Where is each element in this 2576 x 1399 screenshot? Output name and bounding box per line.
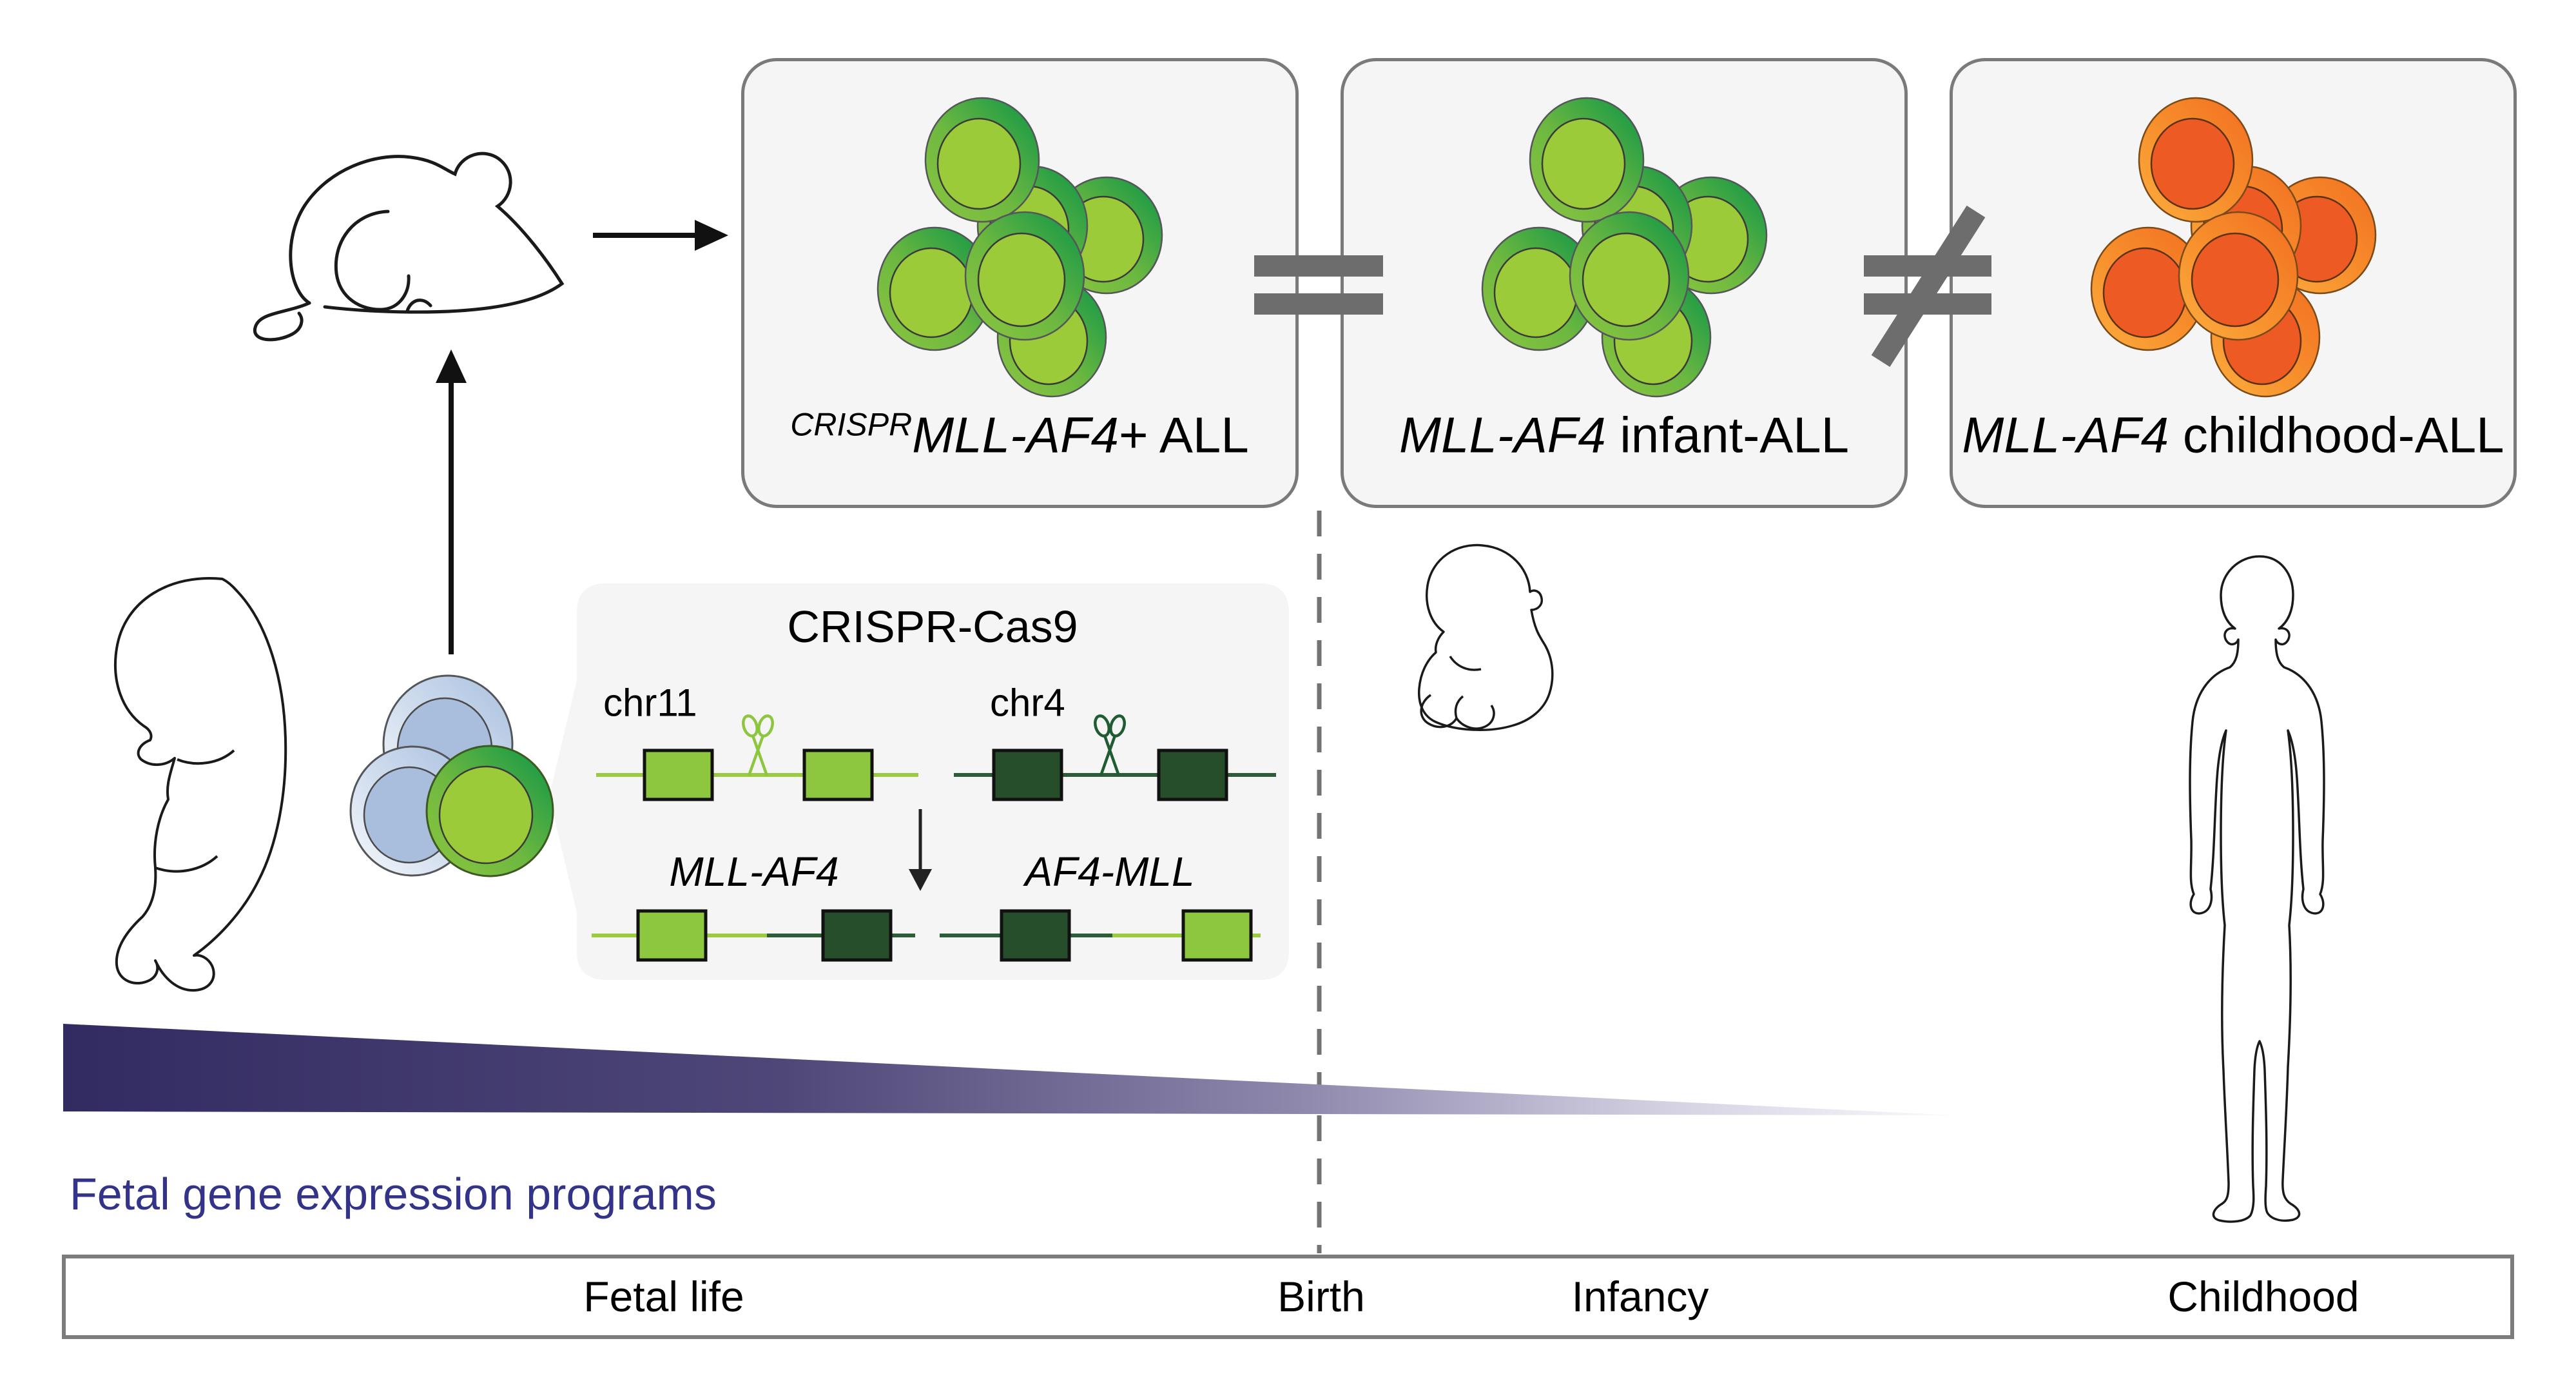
- infant-icon: [1418, 543, 1554, 731]
- timeline-stage-fetal-life: Fetal life: [583, 1273, 744, 1320]
- fetus-icon: [113, 577, 287, 992]
- fetal-gene-expression-label: Fetal gene expression programs: [70, 1169, 717, 1219]
- mll-af4-fusion-label: MLL-AF4: [669, 848, 839, 895]
- label-crispr-mll-af4-all: CRISPRMLL-AF4+ ALL: [790, 406, 1249, 464]
- equals-icon: [1254, 255, 1383, 315]
- scissors-icon: [1094, 714, 1126, 776]
- chr4-gene-diagram: [954, 714, 1276, 801]
- scissors-icon: [742, 714, 774, 776]
- crispr-callout-bubble: [549, 583, 1289, 980]
- chr11-label: chr11: [603, 681, 697, 725]
- crispr-superscript: CRISPR: [790, 406, 913, 443]
- timeline-stage-birth: Birth: [1277, 1273, 1365, 1320]
- right-arrow-icon: [593, 220, 728, 251]
- mll-af4-fusion-diagram: [592, 909, 915, 962]
- chr4-label: chr4: [990, 681, 1065, 725]
- leukemia-cell-cluster-green: [876, 97, 1163, 398]
- af4-mll-fusion-label: AF4-MLL: [1025, 848, 1195, 895]
- not-equals-icon: [1864, 205, 1991, 367]
- timeline-stage-childhood: Childhood: [2167, 1273, 2359, 1320]
- chr11-gene-diagram: [596, 714, 918, 801]
- timeline-bar: [62, 1255, 2514, 1339]
- mouse-icon: [253, 152, 565, 342]
- leukemia-cell-cluster-orange: [2090, 97, 2377, 398]
- leukemia-cell-cluster-green: [1481, 97, 1768, 398]
- label-mll-af4-infant-all: MLL-AF4 infant-ALL: [1399, 406, 1850, 464]
- label-mll-af4-childhood-all: MLL-AF4 childhood-ALL: [1962, 406, 2504, 464]
- fetal-cells: [349, 674, 554, 877]
- up-arrow-icon: [436, 349, 467, 654]
- child-icon: [2189, 555, 2325, 1223]
- timeline-stage-infancy: Infancy: [1571, 1273, 1709, 1320]
- fetal-expression-gradient-wedge: [63, 1024, 1956, 1115]
- down-arrow-icon: [909, 809, 932, 891]
- green-cell-icon: [425, 745, 554, 877]
- crispr-cas9-title: CRISPR-Cas9: [787, 602, 1078, 652]
- af4-mll-fusion-diagram: [940, 909, 1261, 962]
